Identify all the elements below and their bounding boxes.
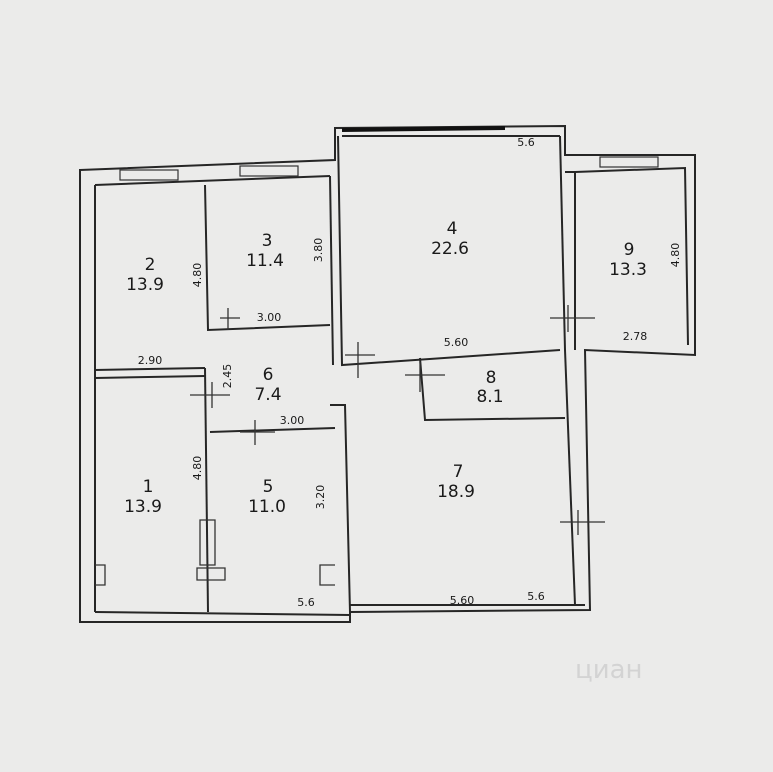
room-9-number: 9 — [624, 240, 635, 260]
interior-walls — [94, 135, 605, 616]
dim-room5-height: 3.20 — [314, 485, 327, 510]
dim-bottom-right: 5.6 — [527, 590, 545, 603]
room-8-label: 8 8.1 — [476, 368, 503, 407]
room-6-number: 6 — [263, 365, 274, 385]
dim-room2-width: 2.90 — [138, 354, 163, 367]
room-5-area: 11.0 — [248, 497, 286, 517]
dim-bottom-left: 5.6 — [297, 596, 315, 609]
dimension-labels: 4.80 2.90 3.80 3.00 5.60 5.6 2.45 3.00 4… — [138, 136, 682, 609]
room-1-number: 1 — [143, 477, 154, 497]
room-7-area: 18.9 — [437, 482, 475, 502]
room-5-number: 5 — [263, 477, 274, 497]
room-8-number: 8 — [486, 368, 497, 388]
room-2-label: 2 13.9 — [126, 255, 164, 295]
room-2-area: 13.9 — [126, 275, 164, 295]
dim-room5-width: 3.00 — [280, 414, 305, 427]
room-9-area: 13.3 — [609, 260, 647, 280]
room-3-label: 3 11.4 — [246, 231, 284, 271]
dim-room3-height: 3.80 — [312, 238, 325, 263]
room-1-area: 13.9 — [124, 497, 162, 517]
dim-room7-width: 5.60 — [450, 594, 475, 607]
dim-room1-height: 4.80 — [191, 456, 204, 481]
room-3-number: 3 — [262, 231, 273, 251]
room-6-label: 6 7.4 — [254, 365, 281, 405]
dim-room2-height: 4.80 — [191, 263, 204, 288]
outer-walls — [79, 124, 696, 623]
room-7-number: 7 — [453, 462, 464, 482]
dim-room3-width: 3.00 — [257, 311, 282, 324]
room-8-area: 8.1 — [476, 387, 503, 407]
room-4-label: 4 22.6 — [431, 219, 469, 259]
dim-room4-top: 5.6 — [517, 136, 535, 149]
room-3-area: 11.4 — [246, 251, 284, 271]
room-4-area: 22.6 — [431, 239, 469, 259]
dim-room4-width: 5.60 — [444, 336, 469, 349]
room-6-area: 7.4 — [254, 385, 281, 405]
room-4-number: 4 — [447, 219, 458, 239]
dim-room9-height: 4.80 — [669, 243, 682, 268]
room-9-label: 9 13.3 — [609, 240, 647, 280]
dim-room9-width: 2.78 — [623, 330, 648, 343]
dim-room6-height: 2.45 — [221, 364, 234, 389]
room-7-label: 7 18.9 — [437, 462, 475, 502]
room-5-label: 5 11.0 — [248, 477, 286, 517]
room-1-label: 1 13.9 — [124, 477, 162, 517]
watermark-logo: циан — [575, 655, 643, 685]
room-2-number: 2 — [145, 255, 156, 275]
